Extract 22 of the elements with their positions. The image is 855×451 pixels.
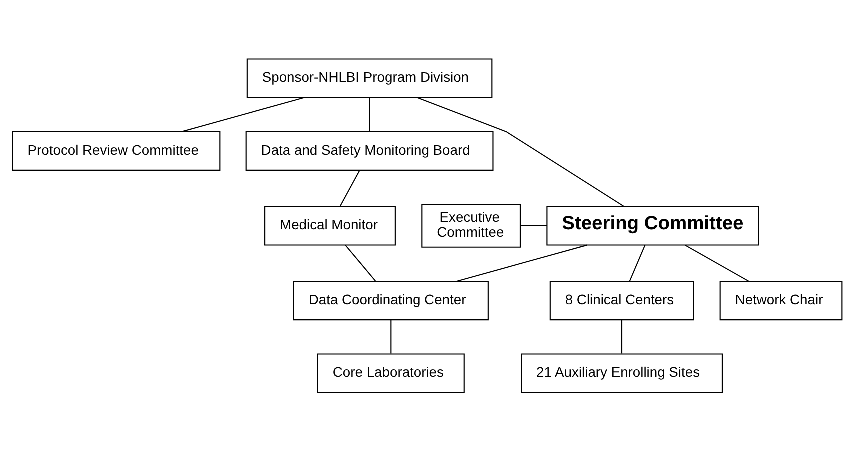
node-box: Executive Committee [422,204,522,248]
node-box: Sponsor-NHLBI Program Division [246,58,493,98]
node-box: Data and Safety Monitoring Board [246,130,494,170]
node-box: Data Coordinating Center [293,280,489,320]
connector [520,224,548,226]
node-box: Core Laboratories [317,353,465,393]
node-box: 8 Clinical Centers [550,280,694,320]
node-box: Steering Committee [546,206,760,246]
connector [390,320,392,354]
connector [456,244,588,282]
node-box: Protocol Review Committee [12,130,221,170]
node-box: Network Chair [720,280,843,320]
node-box: 21 Auxiliary Enrolling Sites [521,353,723,393]
connector [417,96,624,207]
connector [345,244,376,281]
connector [685,244,750,282]
node-box: Medical Monitor [264,206,396,246]
connector [369,98,370,131]
connector [340,170,360,206]
connector [182,96,304,132]
connector [621,320,623,354]
connector [629,244,646,281]
